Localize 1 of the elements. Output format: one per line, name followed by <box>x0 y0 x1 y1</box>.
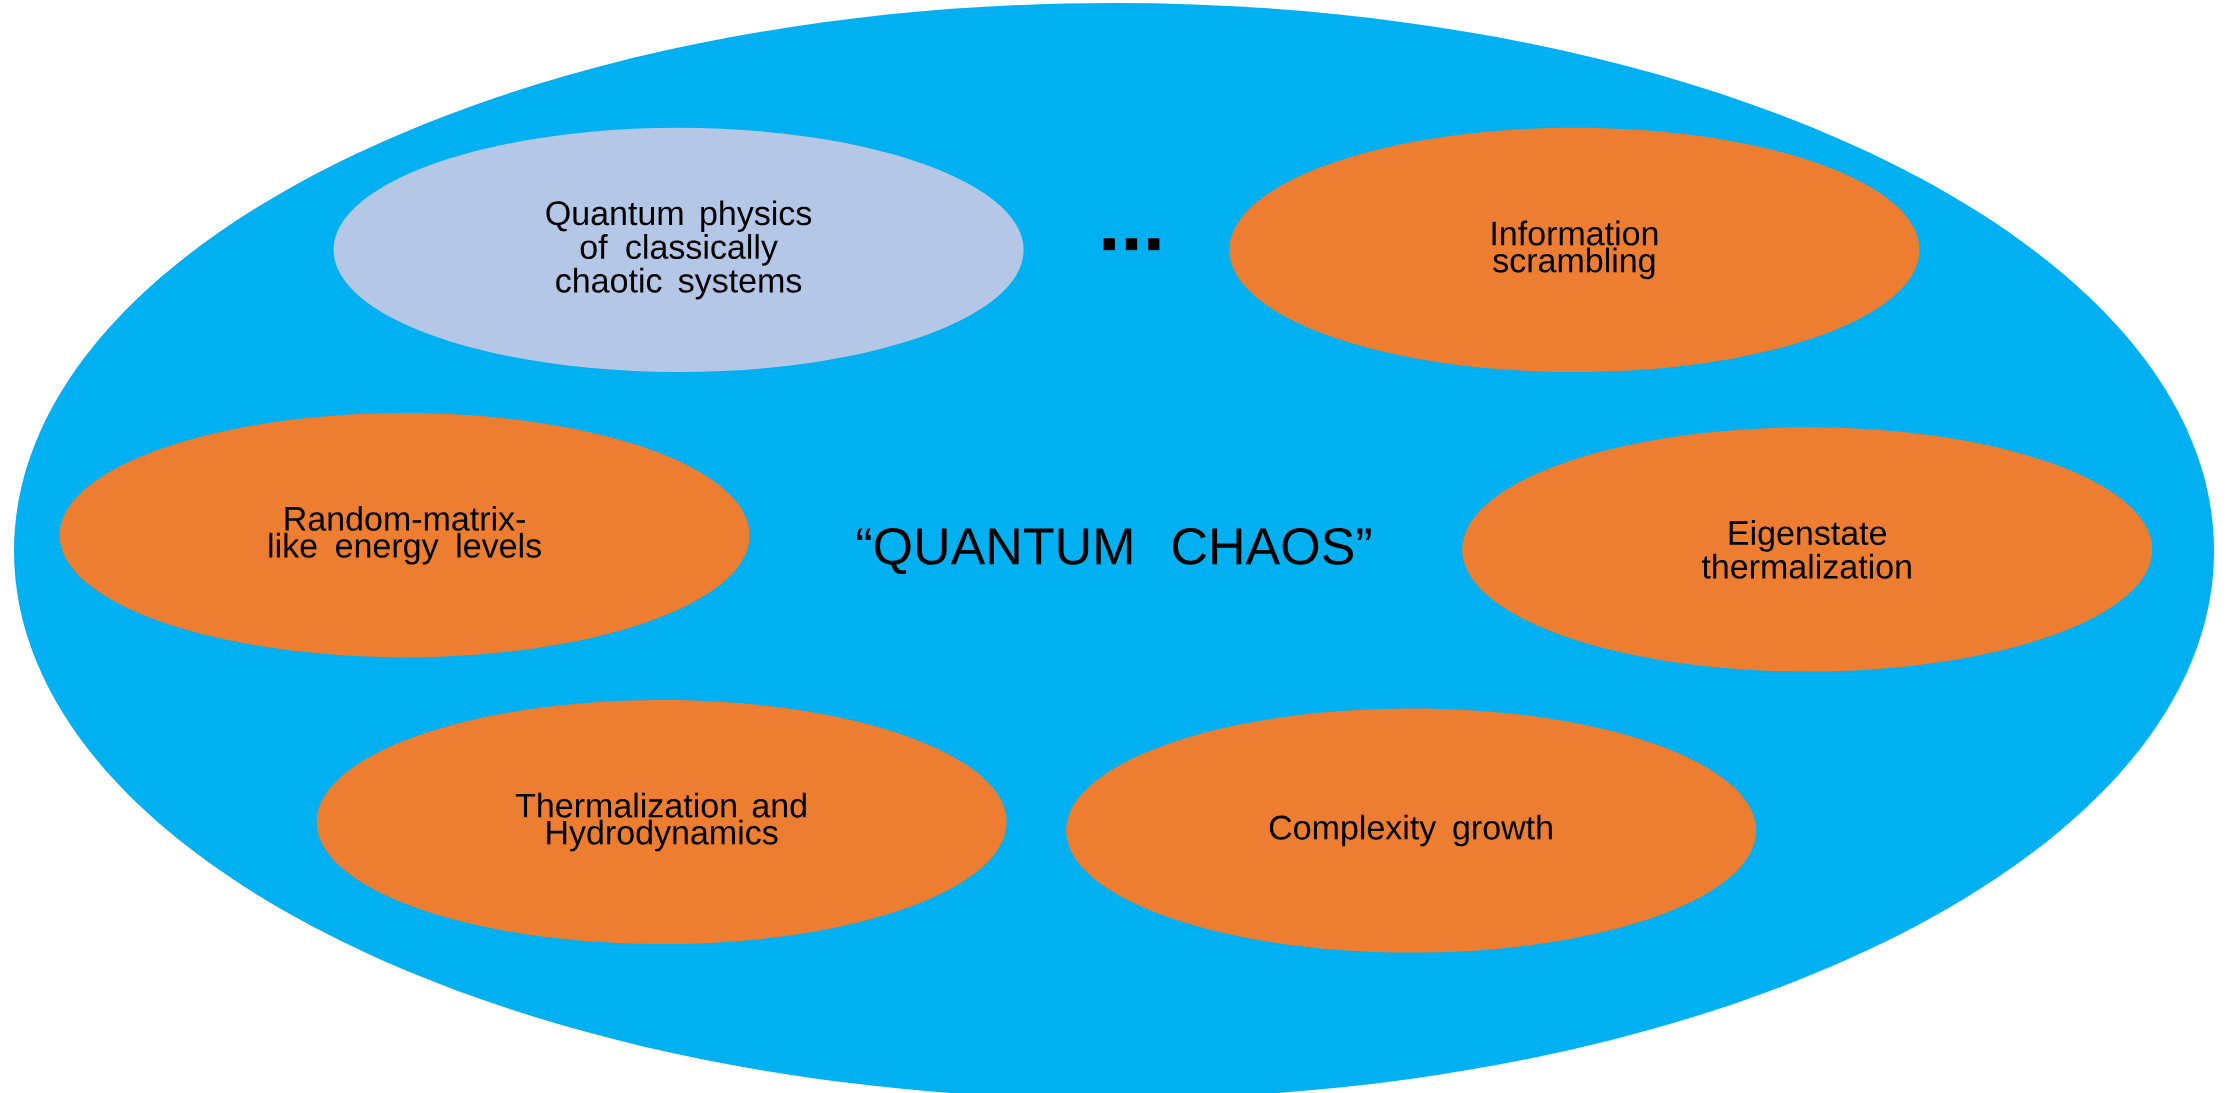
ellipsis: ... <box>1103 238 1160 251</box>
